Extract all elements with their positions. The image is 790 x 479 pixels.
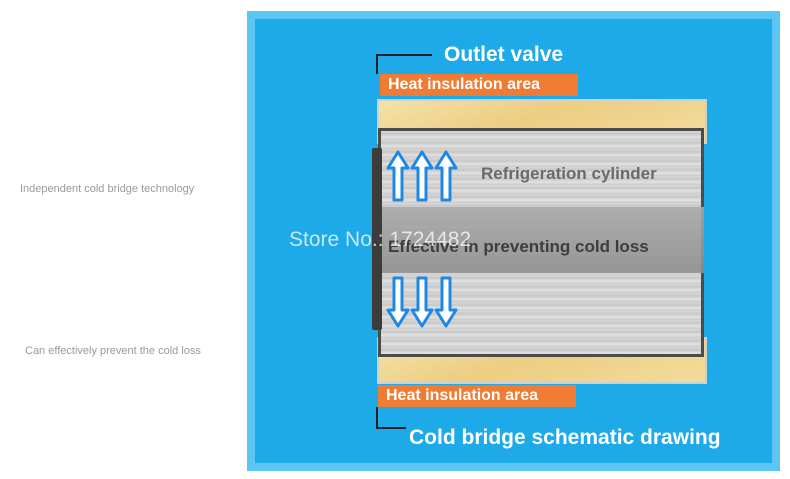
store-watermark: Store No.: 1724482	[289, 228, 472, 251]
leader-line-bottom-v	[376, 407, 378, 429]
effect-label: Effective in preventing cold loss	[388, 237, 649, 256]
side-note-prevent-loss: Can effectively prevent the cold loss	[25, 345, 201, 357]
leader-line-top-v	[376, 54, 378, 74]
arrows-down-icon	[386, 276, 458, 328]
arrows-up-icon	[386, 150, 458, 202]
insulation-bottom-tag: Heat insulation area	[378, 385, 576, 407]
cold-loss-band	[378, 207, 704, 273]
side-note-cold-bridge: Independent cold bridge technology	[20, 183, 195, 195]
diagram-caption: Cold bridge schematic drawing	[409, 426, 721, 449]
outlet-valve-plate	[372, 148, 382, 330]
leader-line-bottom-h	[376, 427, 406, 429]
outlet-valve-label: Outlet valve	[444, 43, 564, 66]
cylinder-label: Refrigeration cylinder	[481, 164, 657, 183]
insulation-top-tag: Heat insulation area	[380, 74, 578, 96]
leader-line-top-h	[376, 54, 432, 56]
